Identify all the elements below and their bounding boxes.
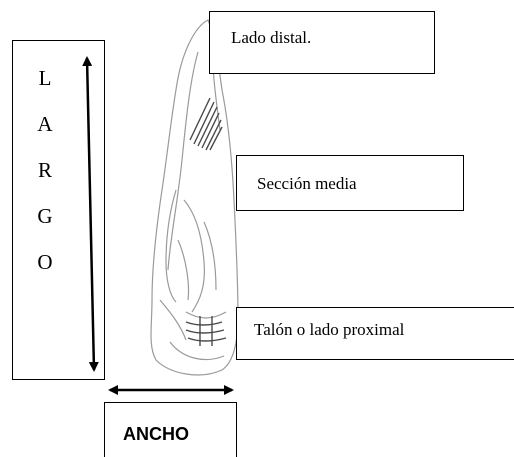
largo-arrow (82, 56, 99, 372)
distal-label: Lado distal. (231, 28, 312, 47)
largo-letter: A (37, 112, 53, 136)
media-label: Sección media (257, 174, 357, 193)
largo-letter: R (37, 158, 52, 182)
largo-letter: O (37, 250, 53, 274)
largo-letters: L A R G O (13, 55, 77, 285)
distal-label-box: Lado distal. (209, 11, 435, 74)
media-label-box: Sección media (236, 155, 464, 211)
proximal-label-box: Talón o lado proximal (236, 307, 514, 360)
largo-letter: G (37, 204, 53, 228)
ancho-box: ANCHO (104, 402, 237, 457)
ancho-label: ANCHO (123, 424, 189, 444)
proximal-label: Talón o lado proximal (254, 320, 405, 339)
largo-letter: L (38, 66, 52, 90)
artifact-outline (150, 19, 239, 376)
